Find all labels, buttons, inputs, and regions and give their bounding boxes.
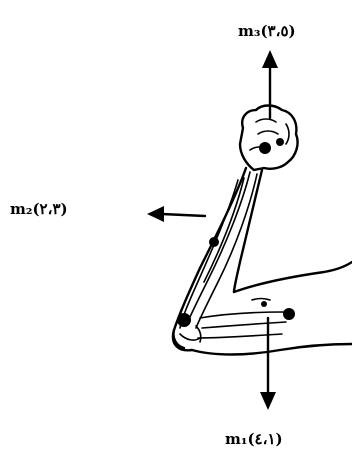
hand — [238, 104, 299, 172]
mass-label-m1: m₁(٤،١) — [225, 430, 283, 448]
elbow — [171, 313, 202, 352]
arrow-left-m2 — [147, 206, 207, 222]
mass-label-m3: m₃(٣،٥) — [238, 22, 296, 40]
arrow-down-m1 — [260, 316, 276, 410]
arrow-up-m3 — [262, 50, 278, 120]
mass-label-m2: m₂(٢،٣) — [10, 200, 68, 218]
upper-arm — [190, 260, 352, 356]
forearm-bones — [179, 171, 258, 329]
forearm-inner-outline — [232, 168, 264, 294]
